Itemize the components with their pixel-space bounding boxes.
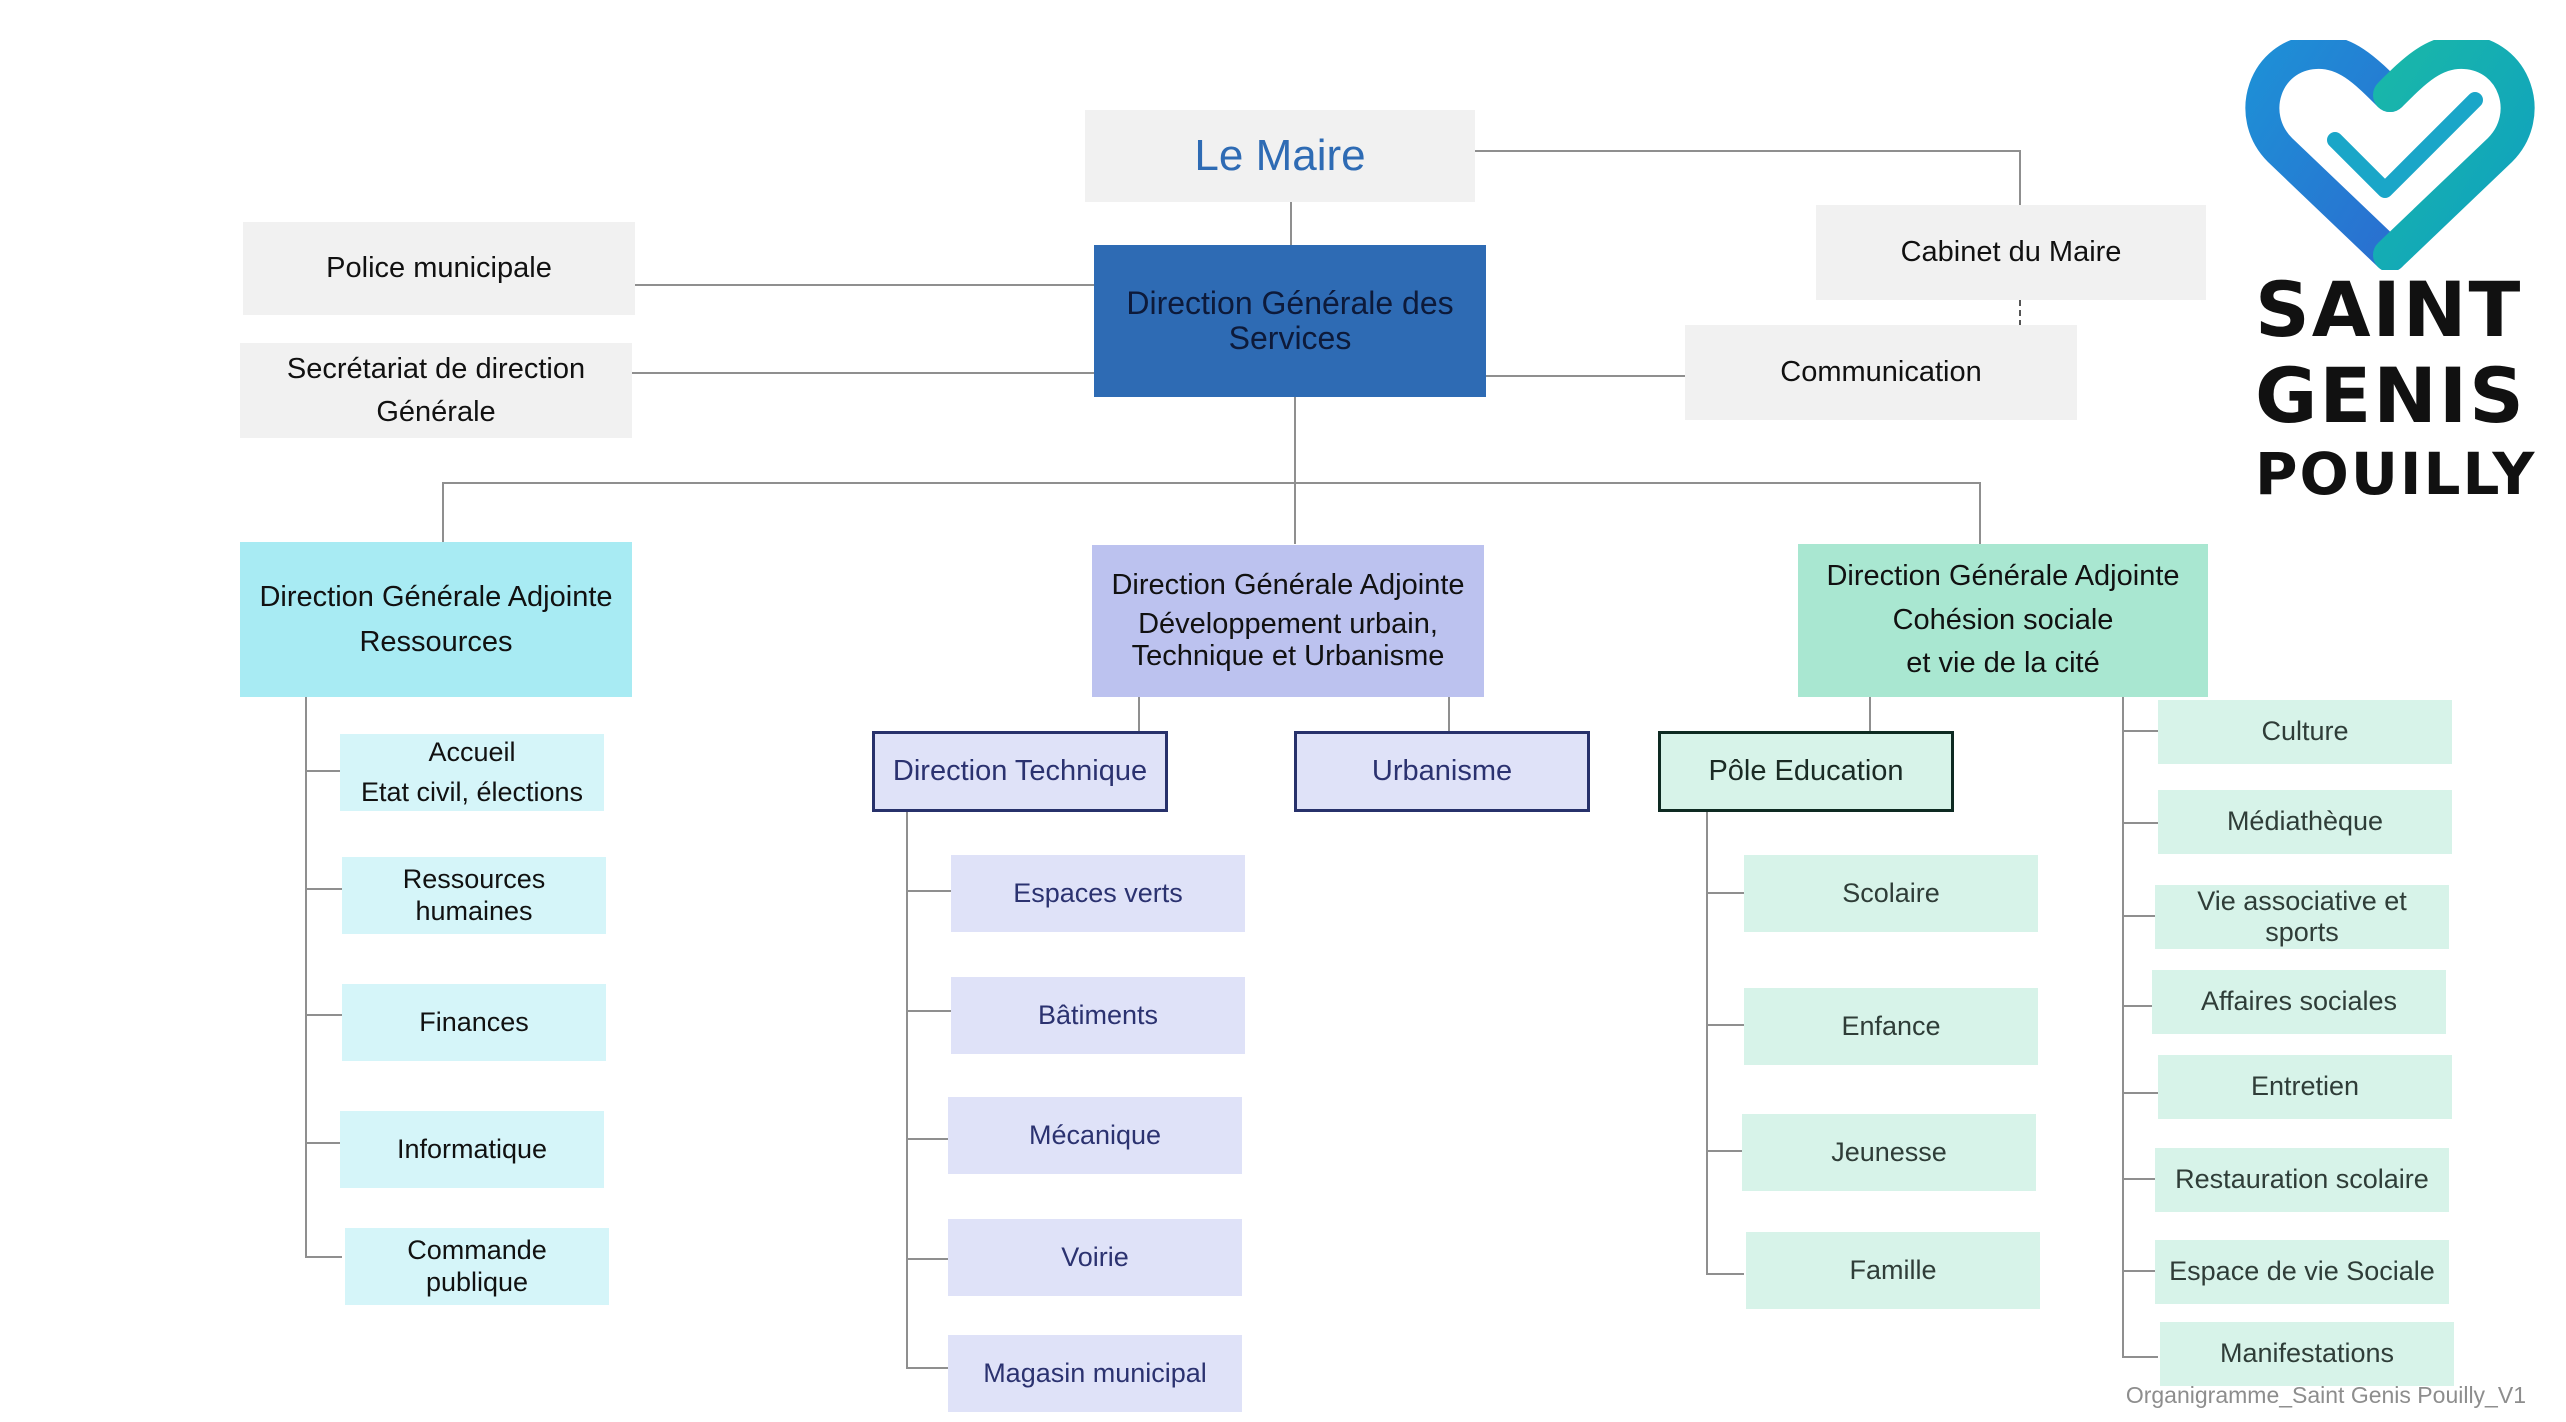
urbanisme-label: Urbanisme (1371, 755, 1513, 787)
urbanisme-box: Urbanisme (1294, 731, 1590, 812)
dga-ressources-title-line2: Ressources (359, 625, 513, 658)
finances-box: Finances (342, 984, 606, 1061)
communication-box: Communication (1685, 325, 2077, 420)
secretariat-label-line1: Secrétariat de direction (286, 353, 586, 386)
espace-de-vie-sociale-label: Espace de vie Sociale (2169, 1256, 2435, 1287)
vie-associative-label-line2: sports (2265, 917, 2339, 947)
batiments-box: Bâtiments (951, 977, 1245, 1054)
dga-ressources-box: Direction Générale Adjointe Ressources (240, 542, 632, 697)
dga-urbain-title-line3: Technique et Urbanisme (1131, 640, 1445, 673)
cabinet-du-maire-label: Cabinet du Maire (1900, 236, 2122, 269)
informatique-label: Informatique (396, 1133, 548, 1164)
informatique-box: Informatique (340, 1111, 604, 1188)
saint-genis-pouilly-logo: SAINT GENIS POUILLY (2240, 40, 2540, 520)
dgs-label-line2: Services (1228, 320, 1352, 356)
manifestations-box: Manifestations (2160, 1322, 2454, 1386)
batiments-label: Bâtiments (1037, 1000, 1159, 1030)
finances-label: Finances (419, 1006, 529, 1037)
police-municipale-label: Police municipale (326, 252, 552, 285)
voirie-box: Voirie (948, 1219, 1242, 1296)
magasin-municipal-box: Magasin municipal (948, 1335, 1242, 1412)
mecanique-box: Mécanique (948, 1097, 1242, 1174)
vie-associative-box: Vie associative et sports (2155, 885, 2449, 949)
dga-cohesion-title-line1: Direction Générale Adjointe (1826, 560, 2180, 593)
dga-ressources-title-line1: Direction Générale Adjointe (259, 580, 613, 613)
entretien-label: Entretien (2250, 1071, 2360, 1102)
commande-publique-label-line1: Commande (407, 1235, 547, 1266)
manifestations-label: Manifestations (2219, 1338, 2395, 1369)
dgs-label-line1: Direction Générale des (1126, 284, 1454, 321)
enfance-box: Enfance (1744, 988, 2038, 1065)
secretariat-box: Secrétariat de direction Générale (240, 343, 632, 438)
heart-check-logo-icon (2245, 40, 2535, 270)
direction-technique-label: Direction Technique (892, 755, 1148, 787)
voirie-label: Voirie (1061, 1242, 1129, 1272)
cabinet-du-maire-box: Cabinet du Maire (1816, 205, 2206, 300)
le-maire-box: Le Maire (1085, 110, 1475, 202)
espaces-verts-label: Espaces verts (1013, 878, 1183, 908)
communication-label: Communication (1780, 356, 1982, 389)
espaces-verts-box: Espaces verts (951, 855, 1245, 932)
magasin-municipal-label: Magasin municipal (983, 1358, 1207, 1388)
logo-text-line1: SAINT (2255, 265, 2523, 354)
pole-education-label: Pôle Education (1708, 755, 1904, 787)
ressources-humaines-box: Ressources humaines (342, 857, 606, 934)
accueil-label-line1: Accueil (428, 737, 516, 768)
police-municipale-box: Police municipale (243, 222, 635, 315)
pole-education-box: Pôle Education (1658, 731, 1954, 812)
famille-label: Famille (1849, 1254, 1937, 1285)
jeunesse-box: Jeunesse (1742, 1114, 2036, 1191)
affaires-sociales-label: Affaires sociales (2200, 986, 2398, 1017)
commande-publique-box: Commande publique (345, 1228, 609, 1305)
logo-text-line3: POUILLY (2255, 440, 2537, 508)
dga-urbain-box: Direction Générale Adjointe Développemen… (1092, 545, 1484, 697)
mecanique-label: Mécanique (1028, 1120, 1162, 1150)
commande-publique-label-line2: publique (425, 1266, 529, 1297)
dga-cohesion-title-line2: Cohésion sociale (1892, 603, 2114, 636)
dgs-box: Direction Générale des Services (1094, 245, 1486, 397)
affaires-sociales-box: Affaires sociales (2152, 970, 2446, 1034)
ressources-humaines-label-line2: humaines (415, 895, 533, 926)
le-maire-label: Le Maire (1194, 131, 1366, 181)
entretien-box: Entretien (2158, 1055, 2452, 1119)
logo-text-line2: GENIS (2255, 351, 2526, 440)
mediatheque-box: Médiathèque (2158, 790, 2452, 854)
culture-box: Culture (2158, 700, 2452, 764)
enfance-label: Enfance (1841, 1010, 1941, 1041)
dga-urbain-title-line1: Direction Générale Adjointe (1111, 569, 1465, 602)
famille-box: Famille (1746, 1232, 2040, 1309)
culture-label: Culture (2261, 716, 2349, 747)
vie-associative-label-line1: Vie associative et (2197, 885, 2407, 916)
mediatheque-label: Médiathèque (2226, 806, 2384, 837)
dga-cohesion-box: Direction Générale Adjointe Cohésion soc… (1798, 544, 2208, 697)
dga-urbain-title-line2: Développement urbain, (1138, 607, 1438, 640)
secretariat-label-line2: Générale (376, 395, 496, 428)
accueil-label-line2: Etat civil, élections (360, 776, 584, 807)
accueil-box: Accueil Etat civil, élections (340, 734, 604, 811)
restauration-scolaire-box: Restauration scolaire (2155, 1148, 2449, 1212)
footer-caption: Organigramme_Saint Genis Pouilly_V1 (2125, 1382, 2526, 1408)
jeunesse-label: Jeunesse (1831, 1136, 1947, 1167)
espace-de-vie-sociale-box: Espace de vie Sociale (2155, 1240, 2449, 1304)
direction-technique-box: Direction Technique (872, 731, 1168, 812)
dga-cohesion-title-line3: et vie de la cité (1906, 647, 2100, 680)
scolaire-box: Scolaire (1744, 855, 2038, 932)
ressources-humaines-label-line1: Ressources (402, 864, 546, 895)
restauration-scolaire-label: Restauration scolaire (2175, 1164, 2429, 1195)
scolaire-label: Scolaire (1842, 877, 1940, 908)
